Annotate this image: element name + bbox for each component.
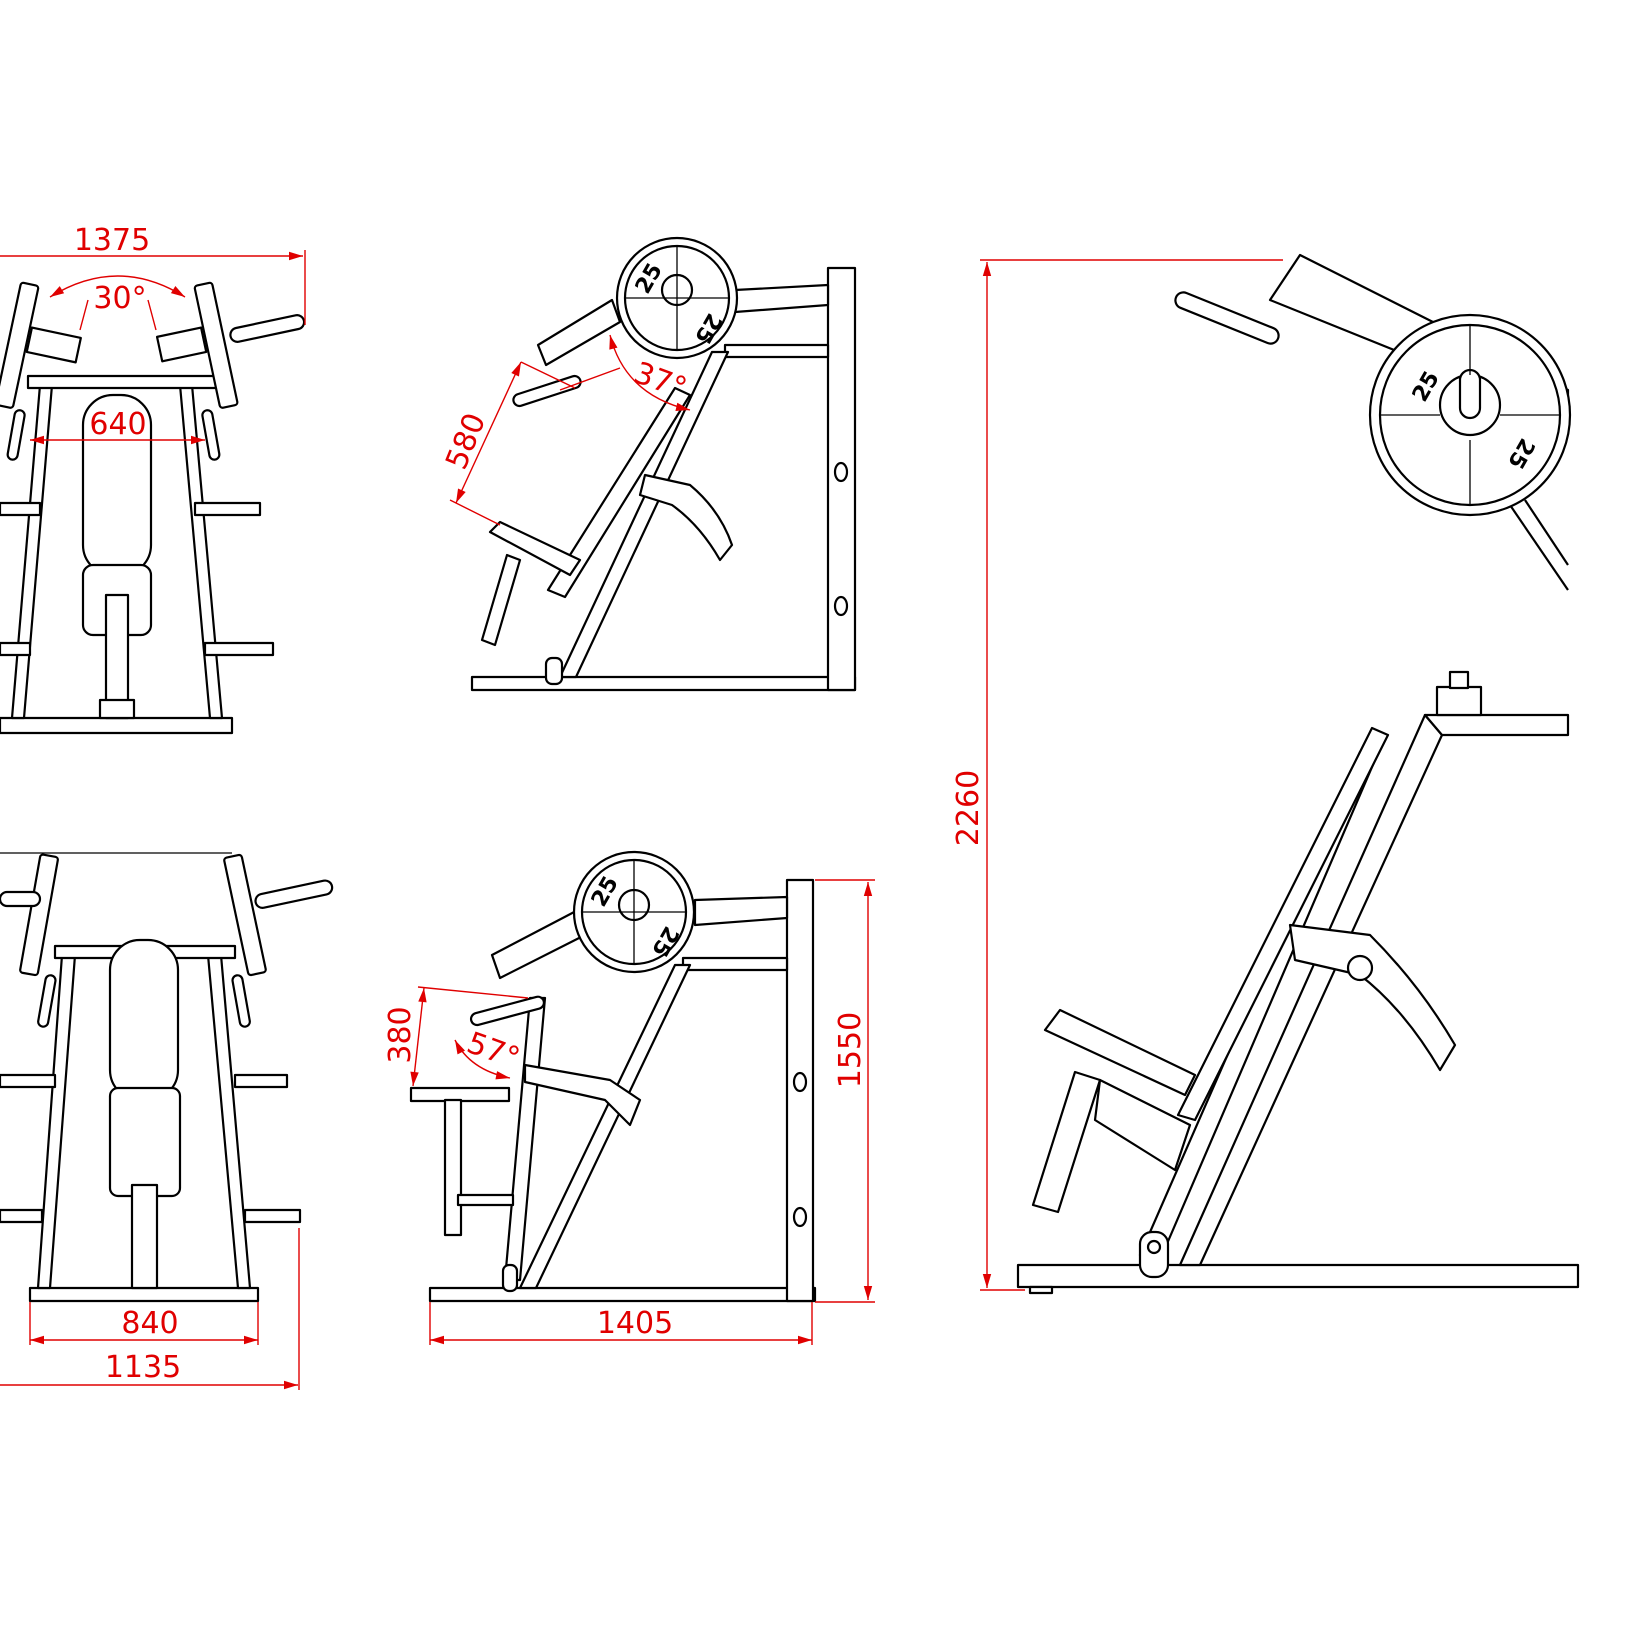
dim-arc-37 [609,334,691,411]
seat-post [480,553,522,647]
lever-arm [536,298,622,367]
adjust-arc [638,473,734,562]
base-plate [28,1286,260,1303]
top-cap [1435,685,1483,717]
seat-support [1093,1078,1192,1172]
upper-arm [693,895,789,927]
front-view-top [0,281,306,735]
adjust-arc [523,1063,642,1127]
left-plate [19,853,59,977]
dim-57-label: 57° [462,1026,524,1077]
side-view-bottom: 25 25 [409,850,817,1303]
right-handle [229,314,306,343]
base-rail [1016,1263,1580,1289]
dim-line-580 [455,361,522,504]
top-brace [723,343,830,359]
handle [1174,291,1280,345]
dim-840-label: 840 [121,1306,178,1341]
back-pad [108,938,180,1102]
dim-2260-label: 2260 [951,770,986,846]
upper-arm [733,283,830,314]
dim-arc-30 [49,275,186,298]
right-grip [201,409,221,461]
dim-37-label: 37° [629,356,691,407]
left-plate [0,281,82,409]
lever-arm [490,908,587,980]
weight-horns [0,501,275,657]
dim-640-label: 640 [89,407,146,442]
side-view-top: 25 25 [470,236,857,692]
base-plate [0,716,234,735]
dim-30-label: 30° [93,281,146,316]
adjust-knob [1346,954,1374,982]
perspective-view: 25 25 [1016,253,1580,1295]
front-diagonal [558,350,730,679]
top-brace [681,956,789,972]
seat-column [130,1183,159,1290]
right-grip [231,974,251,1028]
cross-bar [26,374,230,390]
right-plate [223,853,267,977]
pivot-foot [544,656,564,686]
left-handle [0,890,42,908]
pivot-foot [1138,1230,1170,1279]
weight-horns [0,1073,302,1224]
seat-post [443,1098,463,1237]
front-top-dimensions: 1375 30° 640 [0,223,306,445]
back-pad [1176,726,1390,1122]
handle [469,995,546,1027]
dim-580-label: 580 [439,408,493,474]
seat-pad [1043,1008,1197,1097]
seat-pad [488,520,582,577]
dim-line-380 [410,987,427,1087]
base-rail [428,1286,817,1303]
handle [512,374,582,408]
front-bottom-dimensions: 840 1135 [0,1228,300,1390]
plate-sleeve [1458,368,1482,420]
pivot-foot [501,1263,519,1293]
front-diagonal [518,963,692,1290]
dim-1375-label: 1375 [74,223,150,258]
dim-1550-label: 1550 [833,1012,868,1088]
dim-1405-label: 1405 [597,1306,673,1341]
adjust-arc [1288,923,1457,1072]
seat-pad [108,1086,182,1198]
perspective-dimensions: 2260 [951,259,1283,1291]
left-grip [37,974,57,1028]
column-foot [98,698,136,720]
right-handle [254,879,334,909]
right-plate [155,281,239,409]
dim-1135-label: 1135 [105,1350,181,1385]
front-view-bottom [0,852,334,1303]
seat-post [1031,1070,1102,1214]
left-grip [6,409,26,461]
dim-380-label: 380 [383,1006,418,1063]
back-rail [546,386,692,599]
dim-arc-57 [454,1039,511,1080]
base-rail [470,675,857,692]
top-frame [1423,713,1570,737]
